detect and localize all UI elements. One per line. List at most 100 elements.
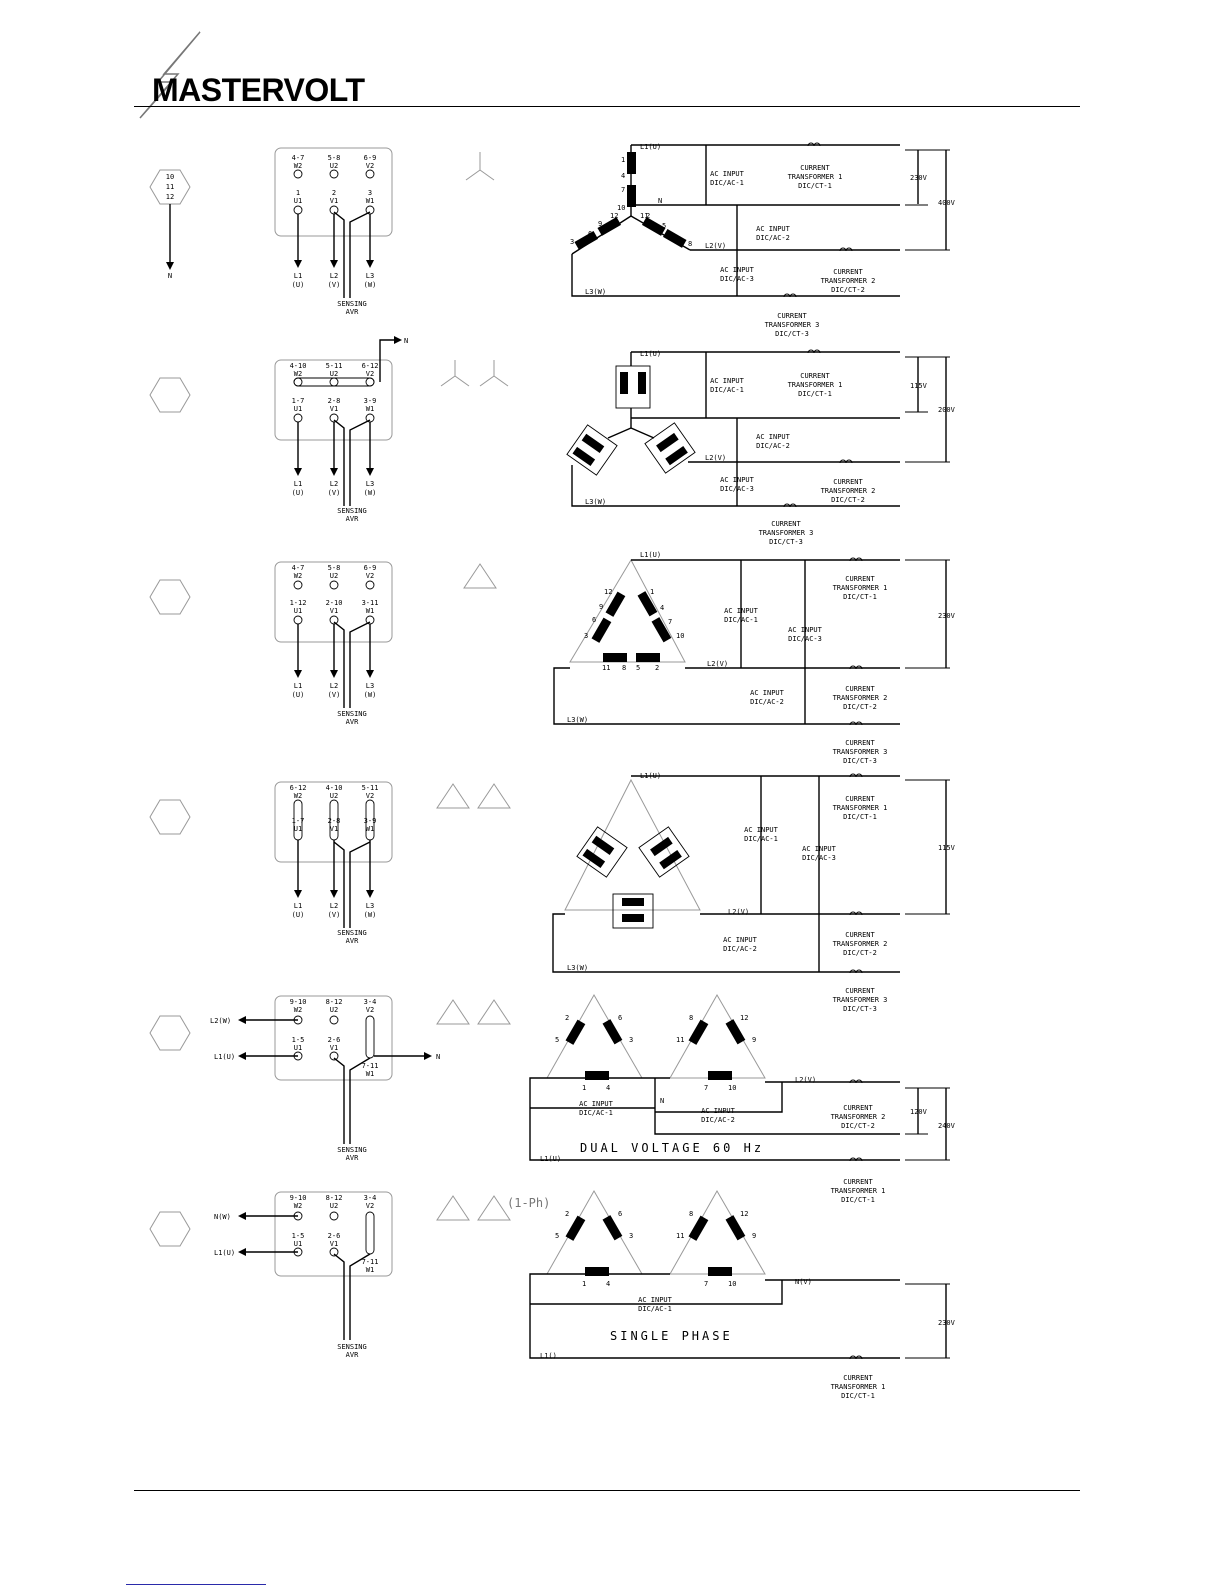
terminal-block: 4-7 5-8 6-9 W2 U2 V2 1 2 3 U1 V1 W1 L1 L… <box>274 147 393 316</box>
svg-text:DIC/AC-3: DIC/AC-3 <box>802 854 836 862</box>
svg-text:U1: U1 <box>294 405 302 413</box>
svg-text:DIC/CT-2: DIC/CT-2 <box>841 1122 875 1130</box>
svg-text:CURRENT: CURRENT <box>845 987 875 995</box>
schematic: 2 6 5 3 1 4 8 12 11 9 7 10 L1() N(V) AC … <box>529 1189 956 1400</box>
row-5-dual-voltage: 9-10 8-12 3-4 W2 U2 V2 1-5 2-6 7-11 U1 V… <box>149 993 956 1204</box>
schematic: L1(U) L2(V) L3(W) AC INPUT DIC/AC-1 AC I… <box>552 772 956 1013</box>
svg-text:(V): (V) <box>328 691 341 699</box>
double-delta-symbol-icon <box>436 783 511 809</box>
svg-text:L1(U): L1(U) <box>214 1249 235 1257</box>
svg-text:L1(U): L1(U) <box>640 551 661 559</box>
brand-logo-text: MASTERVOLT <box>152 72 365 108</box>
svg-text:(W): (W) <box>364 691 377 699</box>
svg-text:5-8: 5-8 <box>328 154 341 162</box>
svg-text:8-12: 8-12 <box>326 1194 343 1202</box>
svg-text:11: 11 <box>640 212 648 220</box>
svg-text:V1: V1 <box>330 405 338 413</box>
svg-text:L2: L2 <box>330 480 338 488</box>
svg-text:7-11: 7-11 <box>362 1258 379 1266</box>
svg-text:SENSING: SENSING <box>337 710 367 718</box>
double-star-symbol-icon <box>440 360 509 387</box>
svg-text:CURRENT: CURRENT <box>843 1178 873 1186</box>
svg-text:W2: W2 <box>294 1006 302 1014</box>
svg-text:4-7: 4-7 <box>292 154 305 162</box>
svg-text:DIC/CT-1: DIC/CT-1 <box>843 813 877 821</box>
svg-text:DIC/CT-2: DIC/CT-2 <box>831 496 865 504</box>
svg-text:TRANSFORMER 2: TRANSFORMER 2 <box>831 1113 886 1121</box>
svg-text:2-6: 2-6 <box>328 1232 341 1240</box>
svg-text:L3(W): L3(W) <box>567 716 588 724</box>
svg-text:(W): (W) <box>364 911 377 919</box>
svg-text:CURRENT: CURRENT <box>843 1374 873 1382</box>
footer-rule <box>134 1490 1080 1491</box>
svg-text:10: 10 <box>676 632 684 640</box>
svg-text:(1-Ph): (1-Ph) <box>507 1196 550 1210</box>
svg-text:AC INPUT: AC INPUT <box>756 225 791 233</box>
svg-text:L2(V): L2(V) <box>705 242 726 250</box>
svg-text:TRANSFORMER 2: TRANSFORMER 2 <box>821 277 876 285</box>
hexagon-icon <box>149 579 191 615</box>
svg-text:L1: L1 <box>294 682 302 690</box>
svg-text:(U): (U) <box>292 281 305 289</box>
svg-text:AC INPUT: AC INPUT <box>710 170 745 178</box>
svg-text:2: 2 <box>565 1014 569 1022</box>
svg-text:N(V): N(V) <box>795 1278 812 1286</box>
svg-text:AVR: AVR <box>346 515 359 523</box>
svg-text:8: 8 <box>688 240 692 248</box>
row-1-series-star: 10 11 12 N 4-7 5-8 6-9 W2 U2 V2 1 2 3 U1… <box>149 142 956 338</box>
svg-text:U2: U2 <box>330 1202 338 1210</box>
svg-text:TRANSFORMER 3: TRANSFORMER 3 <box>765 321 820 329</box>
svg-text:115V: 115V <box>910 382 928 390</box>
row-2-parallel-star: 4-10 5-11 6-12 W2 U2 V2 N 1-7 2-8 3-9 U1… <box>149 336 956 546</box>
svg-text:5: 5 <box>555 1232 559 1240</box>
svg-text:AC INPUT: AC INPUT <box>579 1100 614 1108</box>
svg-text:AC INPUT: AC INPUT <box>720 476 755 484</box>
svg-text:10: 10 <box>728 1084 736 1092</box>
svg-text:L1: L1 <box>294 902 302 910</box>
svg-text:TRANSFORMER 3: TRANSFORMER 3 <box>833 996 888 1004</box>
star-symbol-icon <box>465 152 495 181</box>
svg-text:DIC/AC-2: DIC/AC-2 <box>750 698 784 706</box>
schematic: 12 9 6 3 1 4 7 10 11 8 5 2 L1(U) L2(V) L… <box>553 551 956 765</box>
svg-text:TRANSFORMER 2: TRANSFORMER 2 <box>833 940 888 948</box>
svg-text:6: 6 <box>618 1014 622 1022</box>
svg-text:CURRENT: CURRENT <box>833 268 863 276</box>
svg-text:L3(W): L3(W) <box>567 964 588 972</box>
svg-text:U2: U2 <box>330 792 338 800</box>
svg-text:DIC/CT-1: DIC/CT-1 <box>798 390 832 398</box>
svg-text:12: 12 <box>740 1210 748 1218</box>
svg-text:V2: V2 <box>366 162 374 170</box>
svg-text:2: 2 <box>646 212 650 220</box>
svg-text:DIC/AC-1: DIC/AC-1 <box>710 179 744 187</box>
svg-text:L2(V): L2(V) <box>705 454 726 462</box>
svg-text:9: 9 <box>599 603 603 611</box>
svg-text:DIC/AC-3: DIC/AC-3 <box>720 275 754 283</box>
svg-text:W2: W2 <box>294 572 302 580</box>
svg-text:L3: L3 <box>366 480 374 488</box>
svg-text:AC INPUT: AC INPUT <box>802 845 837 853</box>
svg-text:1-5: 1-5 <box>292 1036 305 1044</box>
svg-text:200V: 200V <box>938 406 956 414</box>
svg-text:DIC/CT-2: DIC/CT-2 <box>843 703 877 711</box>
svg-text:DIC/CT-3: DIC/CT-3 <box>843 757 877 765</box>
svg-text:L1(U): L1(U) <box>640 143 661 151</box>
svg-text:CURRENT: CURRENT <box>800 164 830 172</box>
svg-text:L1(): L1() <box>540 1352 557 1360</box>
svg-text:4: 4 <box>660 604 664 612</box>
svg-text:115V: 115V <box>938 844 956 852</box>
svg-text:12: 12 <box>740 1014 748 1022</box>
svg-text:(U): (U) <box>292 911 305 919</box>
svg-text:U2: U2 <box>330 370 338 378</box>
svg-text:L1(U): L1(U) <box>540 1155 561 1163</box>
svg-text:TRANSFORMER 3: TRANSFORMER 3 <box>759 529 814 537</box>
terminal-block: 9-10 8-12 3-4 W2 U2 V2 1-5 2-6 7-11 U1 V… <box>214 1191 393 1359</box>
svg-text:2-10: 2-10 <box>326 599 343 607</box>
svg-text:L3(W): L3(W) <box>585 288 606 296</box>
svg-text:230V: 230V <box>938 612 956 620</box>
svg-text:N: N <box>658 197 662 205</box>
svg-text:W1: W1 <box>366 825 374 833</box>
svg-text:DIC/CT-1: DIC/CT-1 <box>841 1196 875 1204</box>
svg-text:1: 1 <box>582 1280 586 1288</box>
svg-text:V2: V2 <box>366 792 374 800</box>
hexagon-icon <box>149 799 191 835</box>
